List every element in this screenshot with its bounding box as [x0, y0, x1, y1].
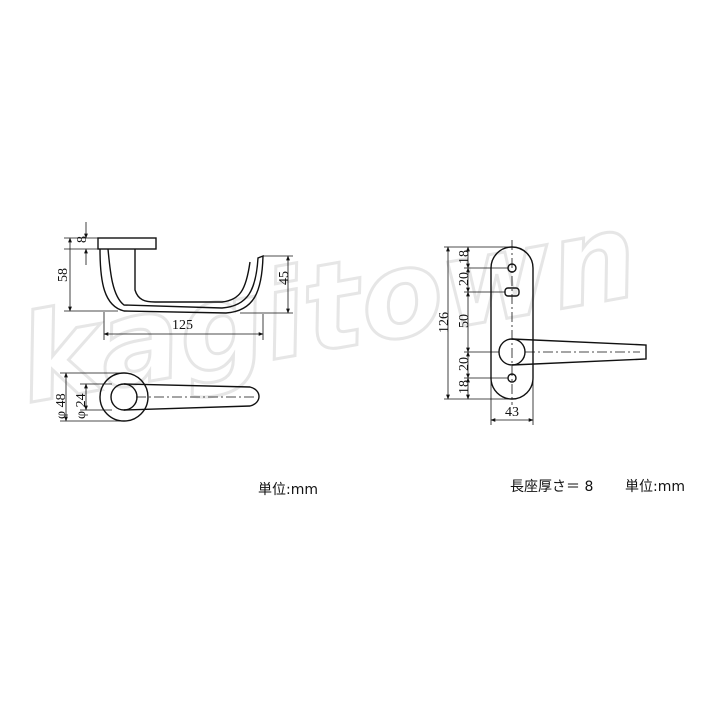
dim-rose-inner: φ 24	[74, 393, 89, 419]
thickness-note: 長座厚さ＝ 8	[510, 479, 594, 495]
dim-total-height: 58	[56, 268, 71, 282]
dim-20-upper: 20	[457, 272, 472, 286]
left-unit-note: 単位:mm	[258, 482, 318, 498]
dim-20-lower: 20	[457, 357, 472, 371]
handle-side-outline	[99, 248, 264, 314]
dim-rose-thickness: 8	[75, 236, 90, 243]
dim-width-43: 43	[505, 405, 519, 420]
backplate-outline	[490, 246, 534, 400]
watermark-logo: kagitown	[9, 186, 648, 431]
lever-outline	[511, 338, 647, 366]
dim-bottom-18: 18	[457, 380, 472, 394]
backplate-view	[444, 240, 647, 425]
dim-total-126: 126	[437, 312, 452, 333]
dim-handle-height: 45	[277, 271, 292, 285]
right-unit-note: 単位:mm	[625, 479, 685, 495]
dim-handle-length: 125	[172, 318, 193, 333]
dim-top-18: 18	[457, 250, 472, 264]
front-view	[60, 372, 260, 422]
rose-plate	[97, 237, 157, 250]
lever-top-outline	[123, 383, 260, 411]
dim-50: 50	[457, 314, 472, 328]
side-view	[64, 222, 293, 340]
dim-rose-outer: φ 48	[54, 393, 69, 419]
handle-side-inner	[134, 249, 251, 303]
